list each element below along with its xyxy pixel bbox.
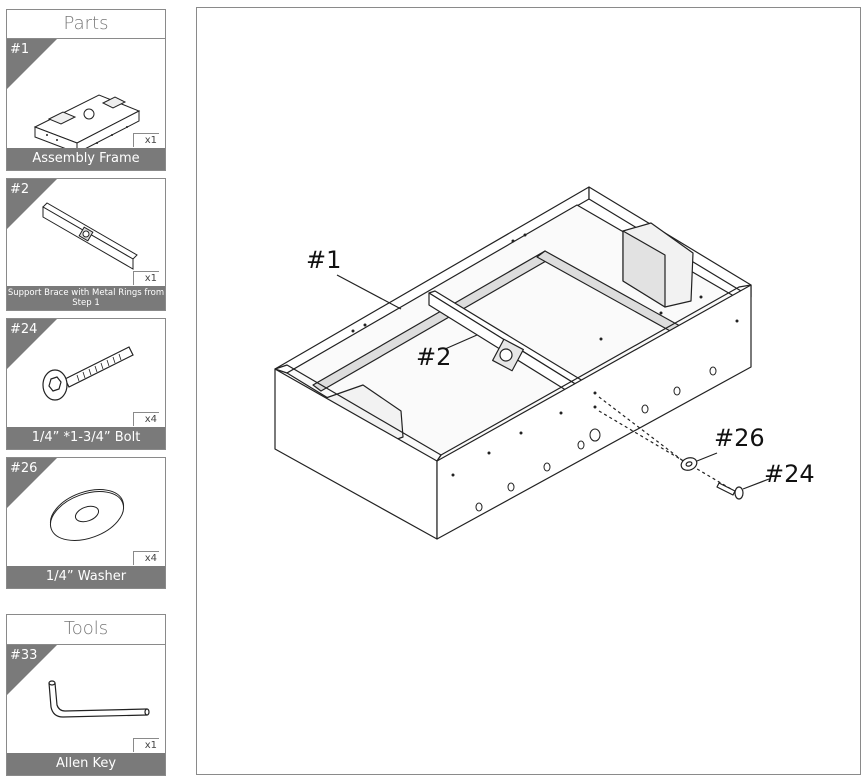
part-name: Assembly Frame [7, 148, 165, 170]
tool-id: #33 [10, 648, 38, 663]
corner-tab [7, 319, 57, 369]
part-name: Support Brace with Metal Rings from Step… [7, 286, 165, 310]
tools-title: Tools [63, 618, 109, 639]
part-name: 1/4” *1-3/4” Bolt [7, 427, 165, 449]
assembly-illustration [274, 186, 770, 540]
parts-header: Parts [6, 9, 166, 39]
part-id: #2 [10, 182, 30, 197]
corner-tab [7, 458, 57, 508]
parts-title: Parts [63, 13, 109, 34]
part-card-washer: #26 x4 1/4” Washer [6, 457, 166, 589]
part-card-bolt: #24 x4 1/4” *1-3/4” Bolt [6, 318, 166, 450]
quantity-box: x1 [133, 271, 159, 285]
quantity-box: x1 [133, 133, 159, 147]
corner-tab [7, 179, 57, 229]
part-card-brace: #2 x1 Support Brace with Metal Rings fro… [6, 178, 166, 311]
callout-washer: #26 [714, 424, 765, 452]
tool-name: Allen Key [7, 753, 165, 775]
corner-tab [7, 645, 57, 695]
quantity-box: x1 [133, 738, 159, 752]
callout-frame: #1 [306, 246, 342, 274]
brace-thumbnail [42, 202, 138, 270]
corner-tab [7, 39, 57, 89]
washer-thumbnail [50, 489, 124, 541]
quantity-box: x4 [133, 551, 159, 565]
part-name: 1/4” Washer [7, 566, 165, 588]
quantity-box: x4 [133, 412, 159, 426]
assembly-diagram-panel: #1 #2 #26 #24 [196, 7, 861, 775]
part-id: #1 [10, 42, 30, 57]
bolt-thumbnail [42, 346, 134, 401]
tools-header: Tools [6, 614, 166, 645]
tool-card-allen-key: #33 x1 Allen Key [6, 644, 166, 776]
part-card-frame: #1 x1 Assembly Frame [6, 38, 166, 171]
part-id: #24 [10, 322, 38, 337]
callout-bolt: #24 [764, 460, 815, 488]
bolt-part [716, 482, 736, 496]
callout-brace: #2 [416, 343, 452, 371]
part-id: #26 [10, 461, 38, 476]
